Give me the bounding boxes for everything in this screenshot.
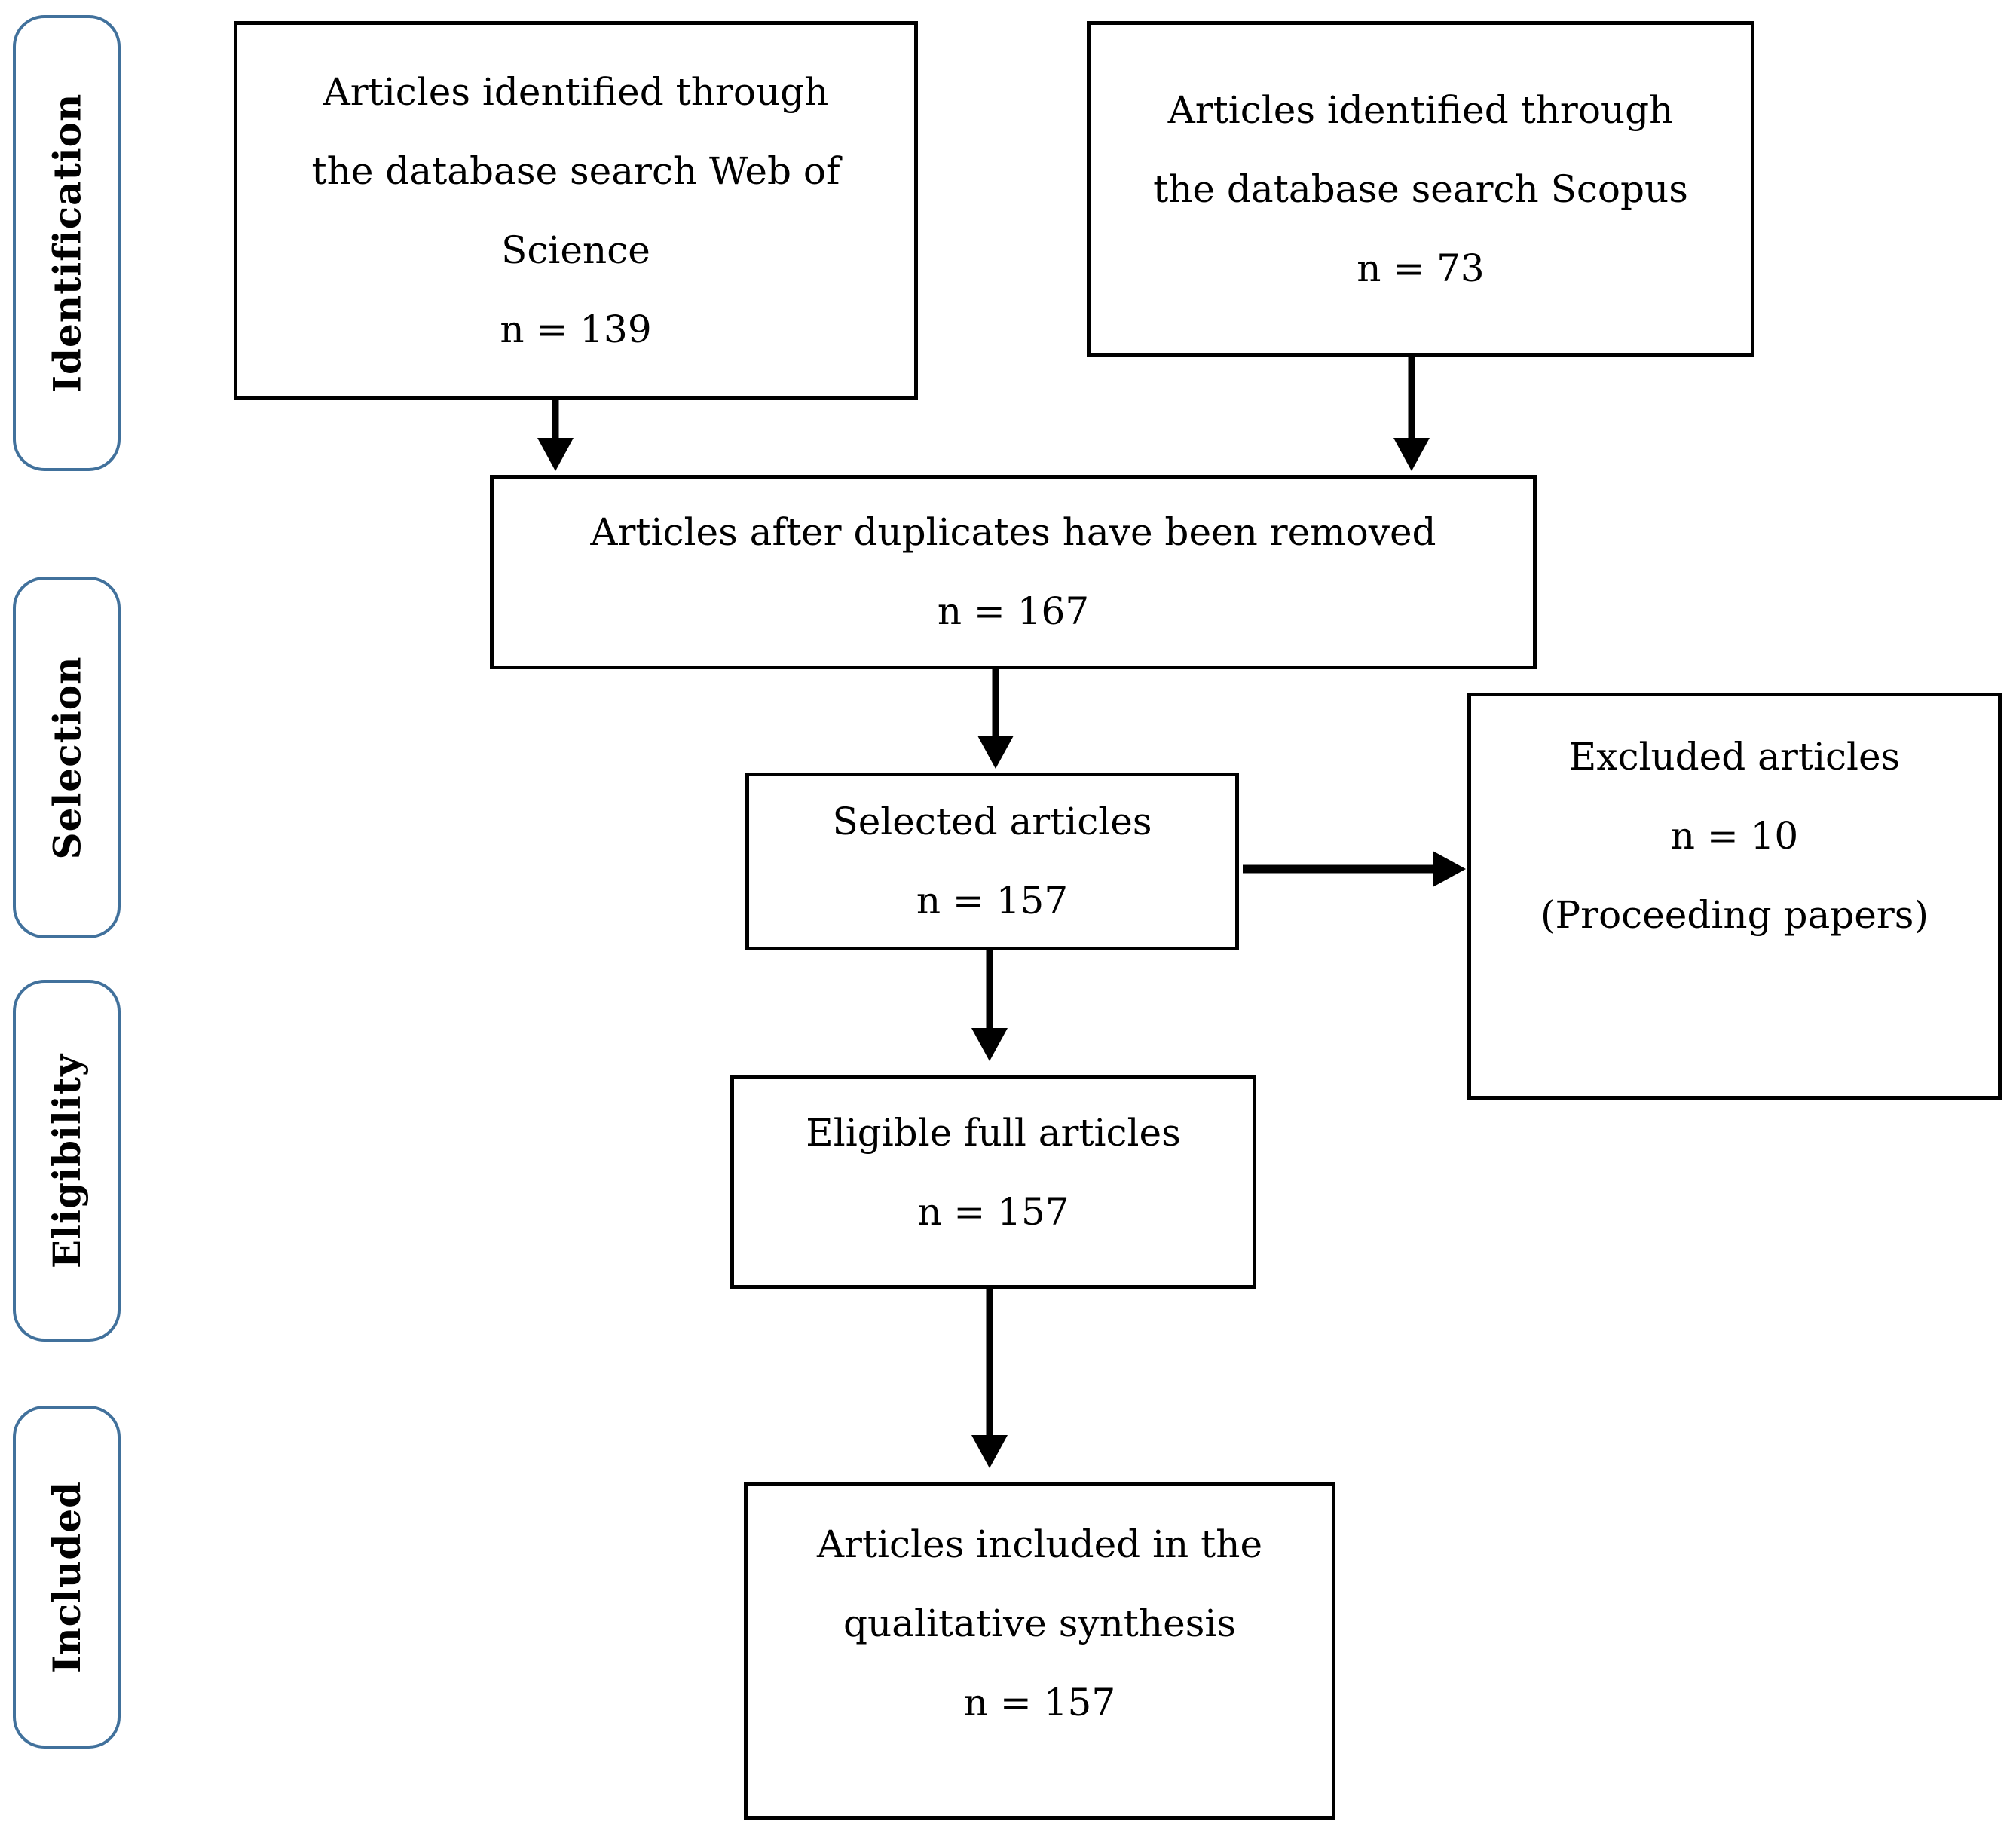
box-web-of-science: Articles identified through the database… <box>234 21 918 400</box>
stage-included: Included <box>13 1406 121 1749</box>
stage-eligibility-label: Eligibility <box>44 1053 89 1268</box>
arrow-head-right-icon <box>1433 851 1466 887</box>
box-included-synthesis: Articles included in the qualitative syn… <box>744 1482 1335 1820</box>
box-duplicates-removed: Articles after duplicates have been remo… <box>490 475 1537 669</box>
arrow-shaft <box>1243 864 1434 874</box>
box-excluded-articles-note: (Proceeding papers) <box>1540 893 1929 937</box>
stage-identification: Identification <box>13 15 121 471</box>
box-scopus-label: Articles identified through the database… <box>1153 87 1688 211</box>
arrow-head-down-icon <box>537 438 574 471</box>
arrow-wos-to-duplicates <box>537 400 574 471</box>
arrow-shaft <box>986 1289 993 1437</box>
box-web-of-science-label: Articles identified through the database… <box>311 69 840 272</box>
box-scopus: Articles identified through the database… <box>1087 21 1754 357</box>
box-selected-articles-label: Selected articles <box>832 800 1152 843</box>
arrow-shaft <box>986 950 993 1030</box>
arrow-selected-to-excluded <box>1243 851 1466 887</box>
box-eligible-articles-count: n = 157 <box>917 1190 1069 1234</box>
stage-eligibility: Eligibility <box>13 980 121 1342</box>
arrow-scopus-to-duplicates <box>1393 357 1430 471</box>
box-eligible-articles: Eligible full articles n = 157 <box>730 1075 1256 1289</box>
box-excluded-articles: Excluded articles n = 10 (Proceeding pap… <box>1467 693 2002 1100</box>
box-web-of-science-count: n = 139 <box>500 307 652 351</box>
box-eligible-articles-label: Eligible full articles <box>806 1111 1181 1155</box>
stage-selection-label: Selection <box>44 656 89 859</box>
arrow-head-down-icon <box>971 1028 1008 1061</box>
arrow-selected-to-eligible <box>971 950 1008 1061</box>
arrow-shaft <box>992 669 999 737</box>
arrow-head-down-icon <box>971 1435 1008 1468</box>
stage-selection: Selection <box>13 577 121 938</box>
box-scopus-count: n = 73 <box>1357 246 1485 290</box>
box-duplicates-removed-count: n = 167 <box>937 589 1090 633</box>
arrow-head-down-icon <box>1393 438 1430 471</box>
arrow-head-down-icon <box>977 736 1014 769</box>
stage-included-label: Included <box>44 1480 90 1674</box>
stage-identification-label: Identification <box>44 93 89 393</box>
arrow-shaft <box>552 400 559 439</box>
arrow-shaft <box>1408 357 1415 439</box>
arrow-eligible-to-included <box>971 1289 1008 1468</box>
box-included-synthesis-count: n = 157 <box>963 1681 1116 1724</box>
box-duplicates-removed-label: Articles after duplicates have been remo… <box>590 510 1436 554</box>
box-included-synthesis-label: Articles included in the qualitative syn… <box>816 1522 1263 1645</box>
arrow-duplicates-to-selected <box>977 669 1014 769</box>
box-excluded-articles-label: Excluded articles <box>1568 735 1901 779</box>
box-selected-articles-count: n = 157 <box>916 879 1069 923</box>
box-excluded-articles-count: n = 10 <box>1670 814 1799 858</box>
box-selected-articles: Selected articles n = 157 <box>745 773 1239 950</box>
